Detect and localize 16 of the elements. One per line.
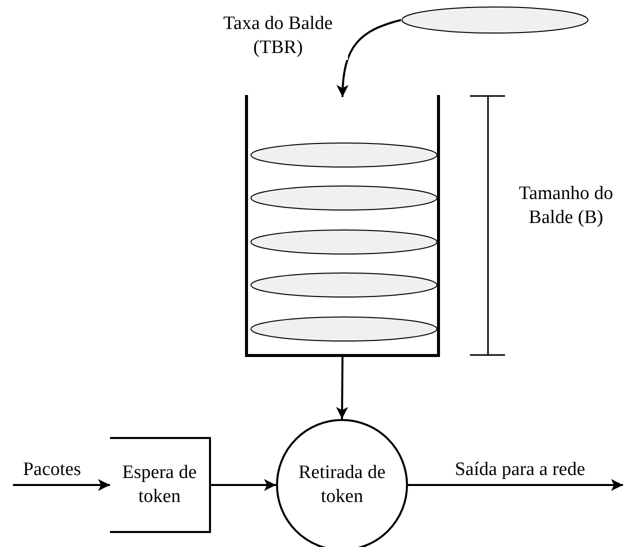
arrow	[336, 19, 402, 98]
node-text: Retirada de token	[297, 461, 387, 509]
arrow	[408, 479, 623, 491]
bucket-drawing	[245, 95, 440, 357]
arrow	[336, 357, 348, 419]
arrow	[13, 479, 110, 491]
node-text: Espera de token	[121, 461, 198, 509]
token-ellipse	[250, 185, 438, 211]
token-ellipse	[250, 272, 438, 298]
token-ellipse	[250, 316, 438, 342]
arrow	[211, 479, 276, 491]
dimension-label: Tamanho do Balde (B)	[518, 182, 614, 230]
token-ellipse	[250, 229, 438, 255]
token-ellipse	[250, 142, 438, 168]
token-ellipse	[401, 6, 589, 34]
queue-box	[110, 437, 211, 533]
